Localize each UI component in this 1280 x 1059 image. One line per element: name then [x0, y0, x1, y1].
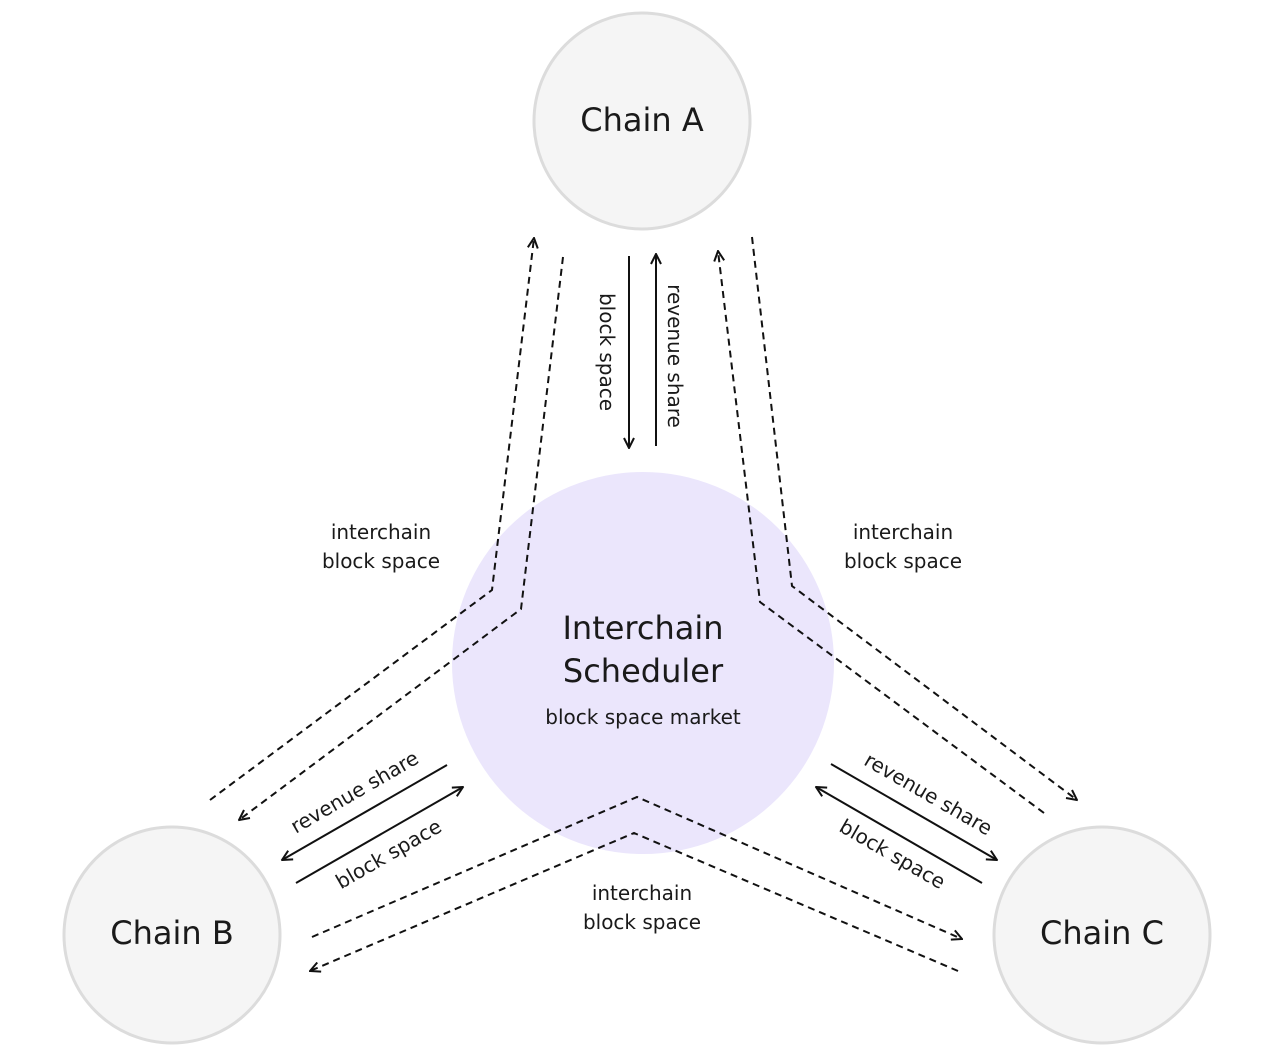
chain-a-circle [532, 11, 752, 231]
interchain-path-c-to-a [718, 251, 1045, 814]
interchain-path-b-to-a [209, 238, 534, 801]
chain-b-label: Chain B [110, 914, 234, 952]
chain-a-label: Chain A [580, 101, 704, 139]
revenue-share-arrow-c [830, 763, 997, 860]
interchain-label-right-line1: interchain [853, 520, 953, 544]
scheduler-title-line2: Scheduler [563, 652, 724, 690]
interchain-label-bottom-line1: interchain [592, 881, 692, 905]
interchain-path-b-to-c [311, 795, 962, 939]
block-space-label-a: block space [595, 293, 619, 411]
interchain-path-a-to-c [751, 236, 1077, 800]
block-space-arrow-b [295, 787, 463, 884]
revenue-share-arrow-b [282, 764, 448, 860]
chain-b-circle [62, 825, 282, 1045]
interchain-label-left-line2: block space [322, 549, 440, 573]
interchain-label-right-line2: block space [844, 549, 962, 573]
chain-c-circle [992, 825, 1212, 1045]
interchain-label-left-line1: interchain [331, 520, 431, 544]
revenue-share-label-b: revenue share [286, 746, 422, 839]
revenue-share-label-a: revenue share [663, 284, 687, 428]
chain-c-label: Chain C [1040, 914, 1164, 952]
interchain-path-a-to-b [239, 256, 564, 820]
scheduler-circle [452, 472, 834, 854]
interchain-label-bottom-line2: block space [583, 910, 701, 934]
scheduler-subtitle: block space market [545, 705, 741, 729]
interchain-path-c-to-b [310, 831, 959, 971]
scheduler-title-line1: Interchain [562, 609, 723, 647]
block-space-arrow-c [816, 787, 983, 884]
